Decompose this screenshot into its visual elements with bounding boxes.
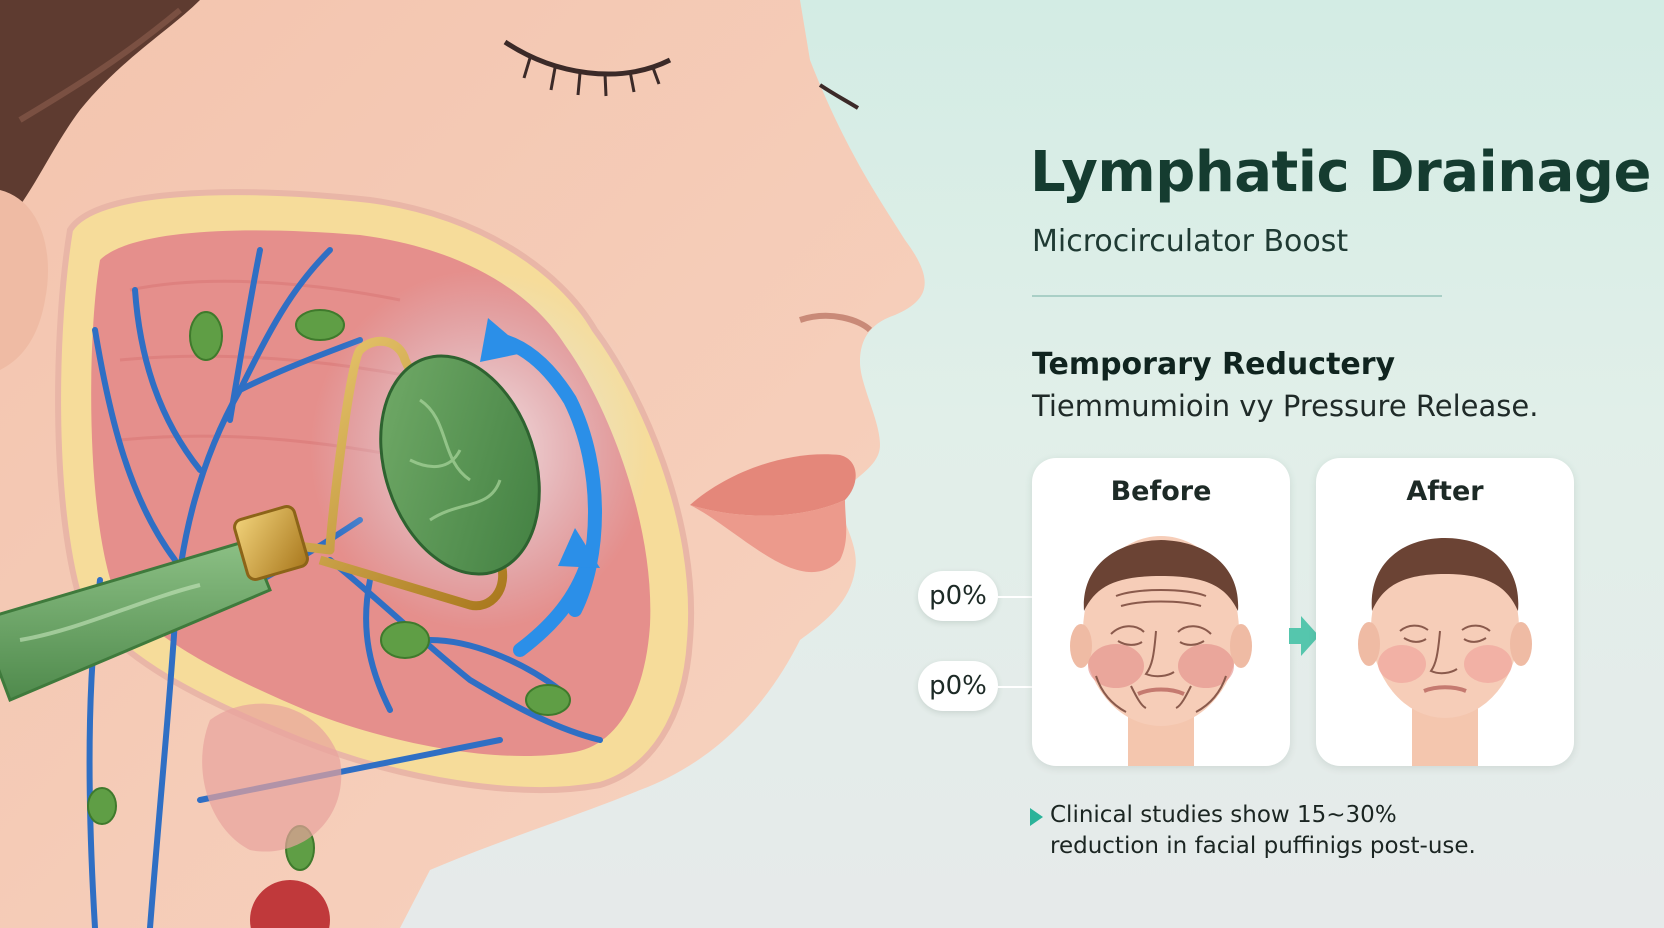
after-face-illustration — [1358, 538, 1532, 766]
callout-pill: p0% — [918, 571, 998, 621]
jade-roller — [0, 336, 541, 702]
callout-connector — [998, 596, 1032, 598]
clinical-note-line: reduction in facial puffinigs post-use. — [1050, 833, 1476, 859]
before-face-illustration — [1070, 536, 1252, 766]
before-label: Before — [1110, 476, 1212, 507]
lips — [690, 454, 856, 516]
callout-pill: p0% — [918, 661, 998, 711]
triangle-bullet-icon — [1030, 808, 1043, 826]
clinical-note-line: Clinical studies show 15~30% — [1050, 802, 1397, 828]
before-panel: Before — [1032, 458, 1290, 766]
ear — [0, 190, 48, 370]
after-label: After — [1406, 476, 1484, 507]
page-title: Lymphatic Drainage — [1030, 140, 1651, 205]
section-heading: Temporary Reductery — [1032, 347, 1396, 382]
section-description: Tiemmumioin vy Pressure Release. — [1032, 389, 1539, 423]
arrow-right-icon — [1289, 616, 1319, 656]
hair — [0, 0, 200, 230]
callout-connector — [998, 686, 1032, 688]
after-panel: After — [1316, 458, 1574, 766]
face-illustration — [0, 0, 925, 928]
clinical-note: Clinical studies show 15~30% reduction i… — [1050, 800, 1550, 862]
divider — [1032, 295, 1442, 297]
page-subtitle: Microcirculator Boost — [1032, 224, 1349, 259]
